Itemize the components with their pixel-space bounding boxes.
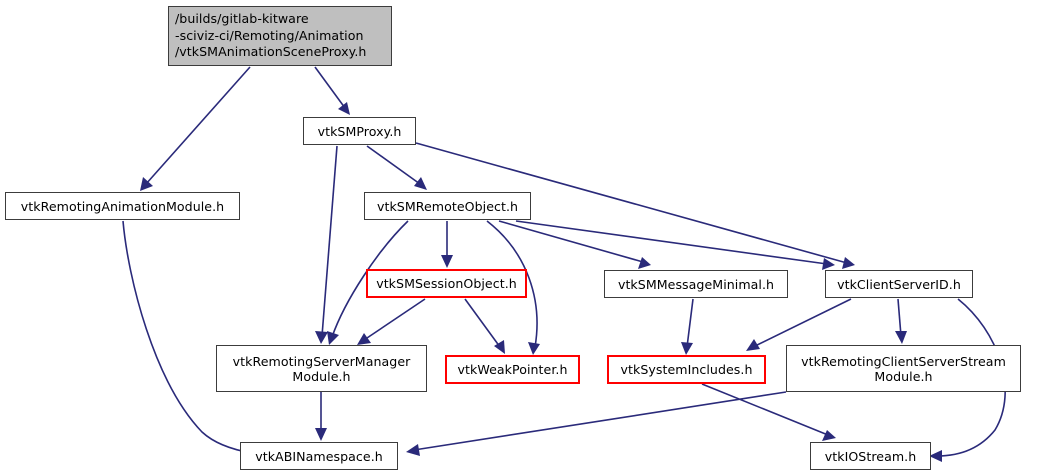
node-vtkiostream-label: vtkIOStream.h (824, 448, 917, 464)
edge-vtkSMSessionObject-to-vtkRemotingServerManagerModule (357, 298, 426, 345)
edge-vtkSMRemoteObject-to-vtkSMMessageMinimal (498, 220, 651, 269)
edge-vtkSMProxy-to-vtkSMRemoteObject (366, 145, 427, 190)
edge-vtkClientServerID-to-vtkRemotingClientServerStreamModule (895, 298, 907, 344)
edge-vtkClientServerID-to-vtkSystemIncludes (746, 298, 852, 351)
node-vtksmsessionobject-label: vtkSMSessionObject.h (376, 276, 517, 291)
node-vtksmmessageminimal-label: vtkSMMessageMinimal.h (617, 276, 775, 292)
edge-vtkSMRemoteObject-to-vtkWeakPointer (486, 220, 540, 355)
edge-vtkClientServerID-to-vtkIOStream (929, 298, 1006, 462)
edge-vtkSMRemoteObject-to-vtkRemotingServerManagerModule (327, 220, 409, 345)
node-root-label: /builds/gitlab-kitware -sciviz-ci/Remoti… (175, 11, 367, 60)
node-vtkabinamespace-label: vtkABINamespace.h (255, 448, 383, 464)
node-vtksmremoteobject-label: vtkSMRemoteObject.h (376, 198, 519, 214)
node-vtkremotingservermanagermodule[interactable]: vtkRemotingServerManager Module.h (216, 345, 427, 392)
node-vtksystemincludes[interactable]: vtkSystemIncludes.h (607, 355, 766, 384)
edge-vtkSMRemoteObject-to-vtkSMSessionObject (441, 221, 453, 268)
edge-vtkRemotingAnimationModule-to-vtkABINamespace (122, 220, 260, 459)
node-vtkabinamespace[interactable]: vtkABINamespace.h (240, 442, 398, 470)
node-vtkiostream[interactable]: vtkIOStream.h (810, 442, 931, 470)
edge-vtkSystemIncludes-to-vtkIOStream (701, 383, 836, 441)
node-vtkweakpointer[interactable]: vtkWeakPointer.h (445, 355, 580, 384)
edge-vtkSMSessionObject-to-vtkWeakPointer (464, 298, 505, 354)
node-vtksmmessageminimal[interactable]: vtkSMMessageMinimal.h (604, 270, 788, 298)
edge-vtkSMMessageMinimal-to-vtkSystemIncludes (681, 298, 694, 355)
edge-vtkRemotingClientServerStreamModule-to-vtkABINamespace (406, 391, 787, 456)
node-vtksmproxy[interactable]: vtkSMProxy.h (303, 117, 416, 145)
node-vtksmproxy-label: vtkSMProxy.h (317, 123, 402, 139)
edge-vtkSMProxy-to-vtkClientServerID (415, 142, 855, 269)
node-vtkremotingservermanagermodule-label: vtkRemotingServerManager Module.h (232, 353, 411, 384)
edge-vtkSMRemoteObject-to-vtkClientServerID (515, 220, 835, 270)
node-vtkweakpointer-label: vtkWeakPointer.h (457, 362, 568, 377)
node-vtkremotinganimationmodule-label: vtkRemotingAnimationModule.h (20, 198, 225, 214)
node-vtksmremoteobject[interactable]: vtkSMRemoteObject.h (364, 192, 531, 220)
edge-vtkSMProxy-to-vtkRemotingServerManagerModule (315, 145, 338, 344)
node-vtksystemincludes-label: vtkSystemIncludes.h (620, 362, 753, 377)
node-root[interactable]: /builds/gitlab-kitware -sciviz-ci/Remoti… (168, 6, 392, 66)
node-vtkclientserverid[interactable]: vtkClientServerID.h (825, 270, 973, 298)
node-vtkremotinganimationmodule[interactable]: vtkRemotingAnimationModule.h (5, 192, 240, 220)
node-vtksmsessionobject[interactable]: vtkSMSessionObject.h (366, 269, 527, 298)
edge-root-to-vtkRemotingAnimationModule (140, 66, 251, 191)
node-vtkremotingclientserverstreammodule-label: vtkRemotingClientServerStream Module.h (801, 353, 1006, 384)
node-vtkclientserverid-label: vtkClientServerID.h (837, 276, 961, 292)
edge-vtkRemotingServerManagerModule-to-vtkABINamespace (315, 392, 327, 441)
node-vtkremotingclientserverstreammodule[interactable]: vtkRemotingClientServerStream Module.h (786, 345, 1021, 392)
edge-root-to-vtkSMProxy (314, 66, 350, 115)
